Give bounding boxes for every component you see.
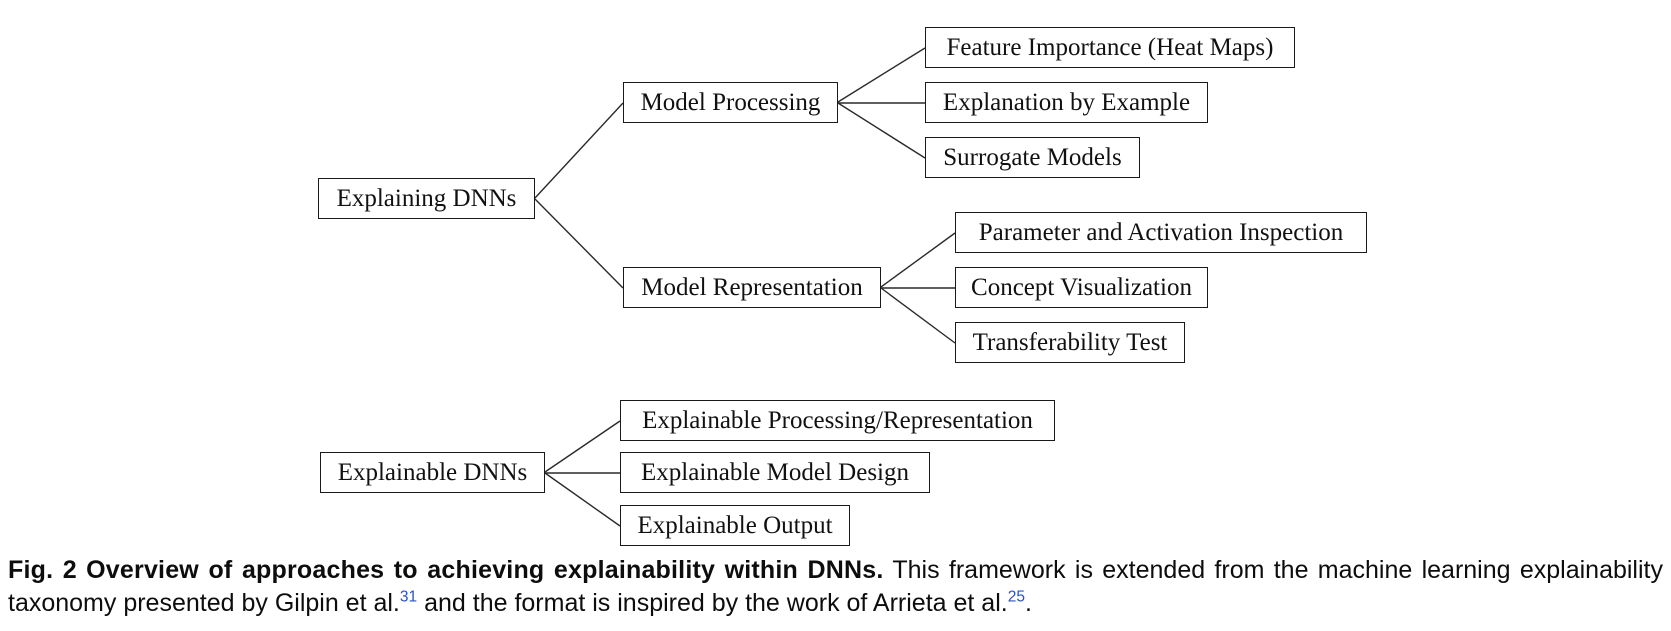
connector-line [534,102,624,199]
connector-line [837,102,926,159]
connector-line [837,47,926,103]
connector-line [880,287,956,344]
connector-line [544,472,621,527]
tree-node-explainable-dnns: Explainable DNNs [320,452,545,493]
tree-node-concept-visualization: Concept Visualization [955,267,1208,308]
figure-label: Fig. 2 [8,556,77,584]
tree-node-model-representation: Model Representation [623,267,881,308]
tree-node-explanation-by-example: Explanation by Example [925,82,1208,123]
figure-caption: Fig. 2 Overview of approaches to achievi… [8,554,1663,619]
tree-node-parameter-activation-inspection: Parameter and Activation Inspection [955,212,1367,253]
caption-period: . [1024,588,1032,617]
tree-node-explainable-processing-representation: Explainable Processing/Representation [620,400,1055,441]
citation-ref-25[interactable]: 25 [1007,588,1025,606]
tree-node-feature-importance: Feature Importance (Heat Maps) [925,27,1295,68]
caption-title: Overview of approaches to achieving expl… [86,556,884,584]
tree-node-explainable-output: Explainable Output [620,505,850,546]
tree-node-surrogate-models: Surrogate Models [925,137,1140,178]
connector-line [880,232,956,288]
caption-text-1: This framework is extended from the mach… [8,556,1663,617]
citation-ref-31[interactable]: 31 [399,588,418,606]
caption-text-2: and the format is inspired by the work o… [417,588,1008,617]
connector-line [534,198,624,289]
tree-node-explainable-model-design: Explainable Model Design [620,452,930,493]
tree-node-transferability-test: Transferability Test [955,322,1185,363]
connector-line [544,420,621,473]
tree-node-model-processing: Model Processing [623,82,838,123]
tree-node-explaining-dnns: Explaining DNNs [318,178,535,219]
